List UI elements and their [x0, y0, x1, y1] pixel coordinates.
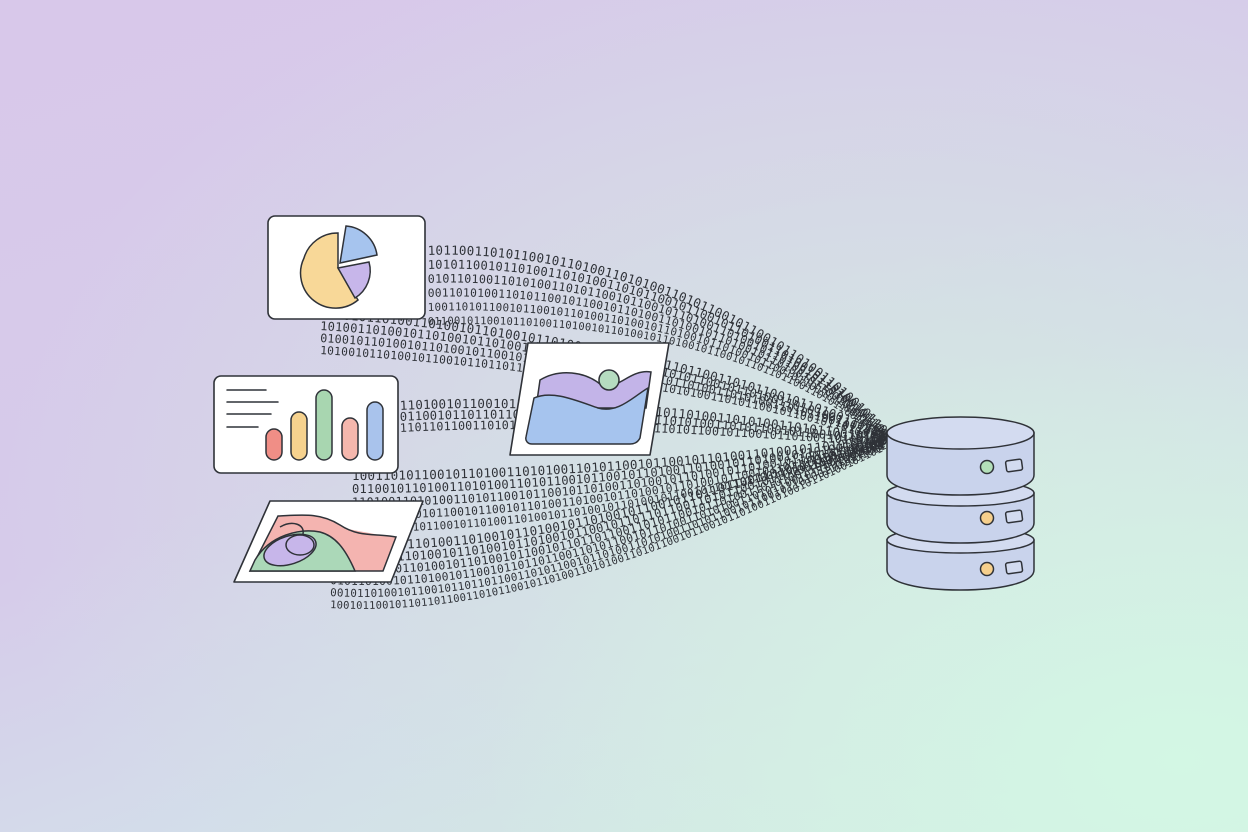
binary-stream-line: 1010110010110100110101001101011001011001… [0, 0, 893, 442]
bar-chart-card [213, 375, 399, 474]
bar [341, 417, 359, 461]
database-server-icon [886, 416, 1035, 591]
db-tier-middle [886, 492, 1035, 544]
drive-slot [1004, 509, 1024, 524]
binary-stream-line: 0101101001101010011010110010110010110100… [0, 0, 890, 440]
binary-stream-line: 1011001101011001011010011010100110101100… [0, 0, 896, 443]
bar [315, 389, 333, 461]
text-lines [226, 389, 279, 428]
binary-stream-line: 1001101011001011001011010011010010110100… [0, 0, 892, 445]
binary-stream-line: 1101001011001011011011001101011001011010… [0, 0, 887, 446]
db-lid [886, 416, 1035, 450]
db-tier-bottom [886, 539, 1035, 591]
db-tier-top [886, 432, 1035, 496]
pie-slice-large [299, 232, 359, 309]
binary-stream-line: 1100101101001101001011010010110100101100… [0, 0, 889, 443]
landscape-image-card [509, 342, 670, 456]
status-light-orange [979, 561, 995, 577]
binary-stream-line: 0110010110010110100110100101101001011010… [0, 0, 891, 447]
pie-chart-icon [299, 225, 378, 309]
status-light-orange [979, 510, 995, 526]
bar-chart-icon [265, 389, 384, 461]
bar [290, 411, 308, 461]
binary-streams: 1011001101011001011010011010100110101100… [0, 0, 896, 612]
bar [366, 401, 384, 461]
binary-stream-line: 0100101101001011010010110010110110110011… [0, 0, 886, 445]
pie-chart-card [267, 215, 426, 320]
drive-slot [1004, 458, 1024, 473]
abstract-image-card [233, 500, 424, 583]
bar [265, 428, 283, 461]
drive-slot [1004, 560, 1024, 575]
binary-stream-line: 1010011010010110100101101001011001011011… [0, 0, 888, 444]
landscape-image-icon [525, 369, 652, 445]
status-light-green [979, 459, 995, 475]
abstract-image-icon [248, 514, 398, 572]
pie-slice-exploded [339, 225, 378, 264]
binary-stream-line: 0011010100110101100101100101101001101001… [0, 0, 891, 444]
pie-slice-small [336, 261, 371, 300]
